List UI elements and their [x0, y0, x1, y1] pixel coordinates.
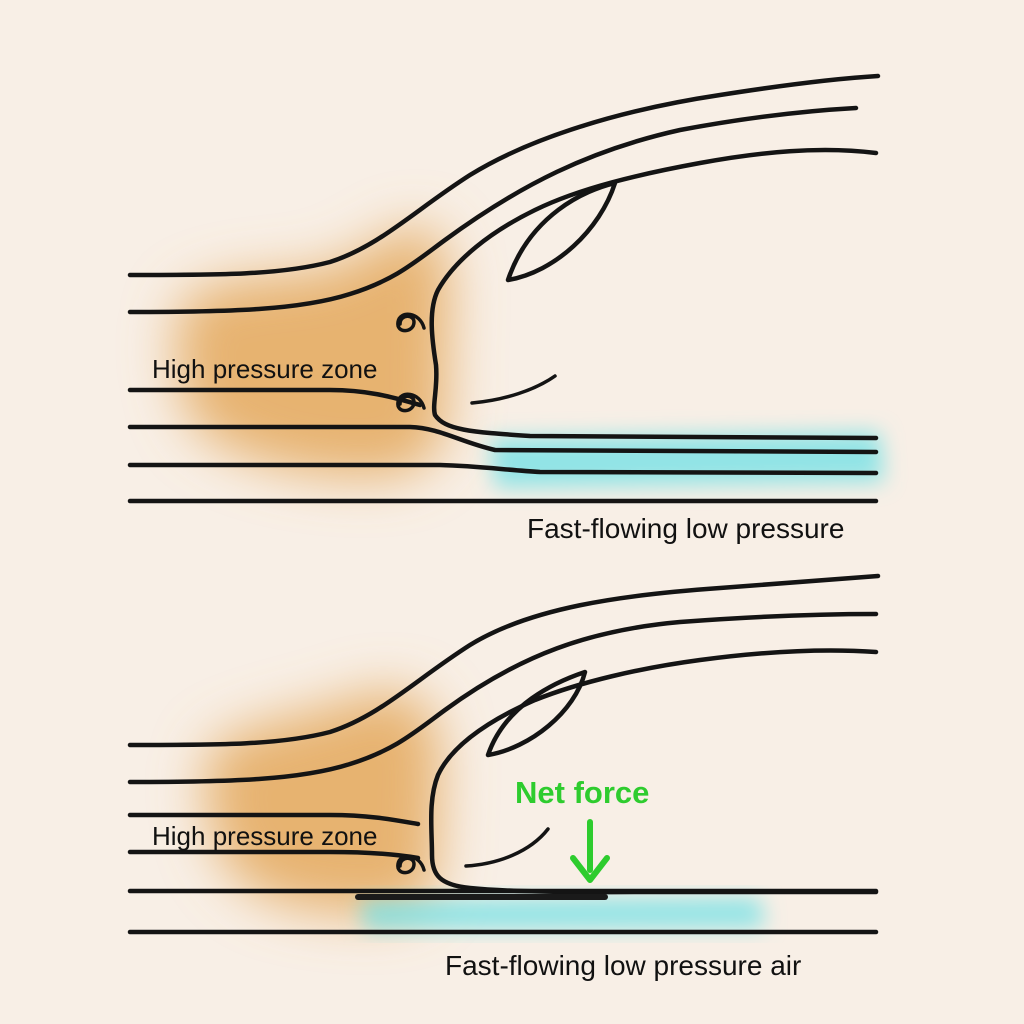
bottom-high-pressure-glow [205, 690, 441, 915]
net-force-label: Net force [515, 775, 649, 810]
net-force-arrow [570, 819, 610, 883]
bottom-wake-curve [464, 827, 550, 868]
top-streamline-2 [127, 105, 859, 315]
bottom-low-pressure-glow [360, 898, 765, 930]
top-low-pressure-glow [490, 432, 884, 488]
top-high-pressure-label: High pressure zone [152, 354, 377, 384]
top-streamline-5 [127, 424, 879, 455]
bottom-panel: High pressure zone Net force Fast-flowin… [127, 573, 881, 981]
top-wake-curve [470, 374, 557, 405]
top-eddy-2 [396, 392, 426, 413]
bottom-eddy-1 [396, 854, 426, 875]
top-high-pressure-glow [176, 226, 450, 478]
top-streamline-6 [127, 462, 879, 476]
top-wake-leaf [505, 180, 618, 283]
top-eddy-1 [396, 312, 426, 333]
bottom-streamline-3 [428, 648, 879, 895]
bottom-high-pressure-label: High pressure zone [152, 821, 377, 851]
bottom-streamline-2 [127, 611, 879, 785]
bottom-wake-leaf [485, 669, 588, 758]
bottom-streamline-1 [127, 573, 881, 748]
bottom-low-pressure-label: Fast-flowing low pressure air [445, 950, 801, 981]
top-low-pressure-label: Fast-flowing low pressure [527, 513, 844, 544]
top-panel: High pressure zone Fast-flowing low pres… [127, 73, 884, 544]
top-streamline-3 [429, 147, 879, 441]
top-streamline-1 [127, 73, 881, 278]
top-streamline-4 [127, 387, 423, 408]
bottom-streamline-4 [127, 812, 421, 827]
